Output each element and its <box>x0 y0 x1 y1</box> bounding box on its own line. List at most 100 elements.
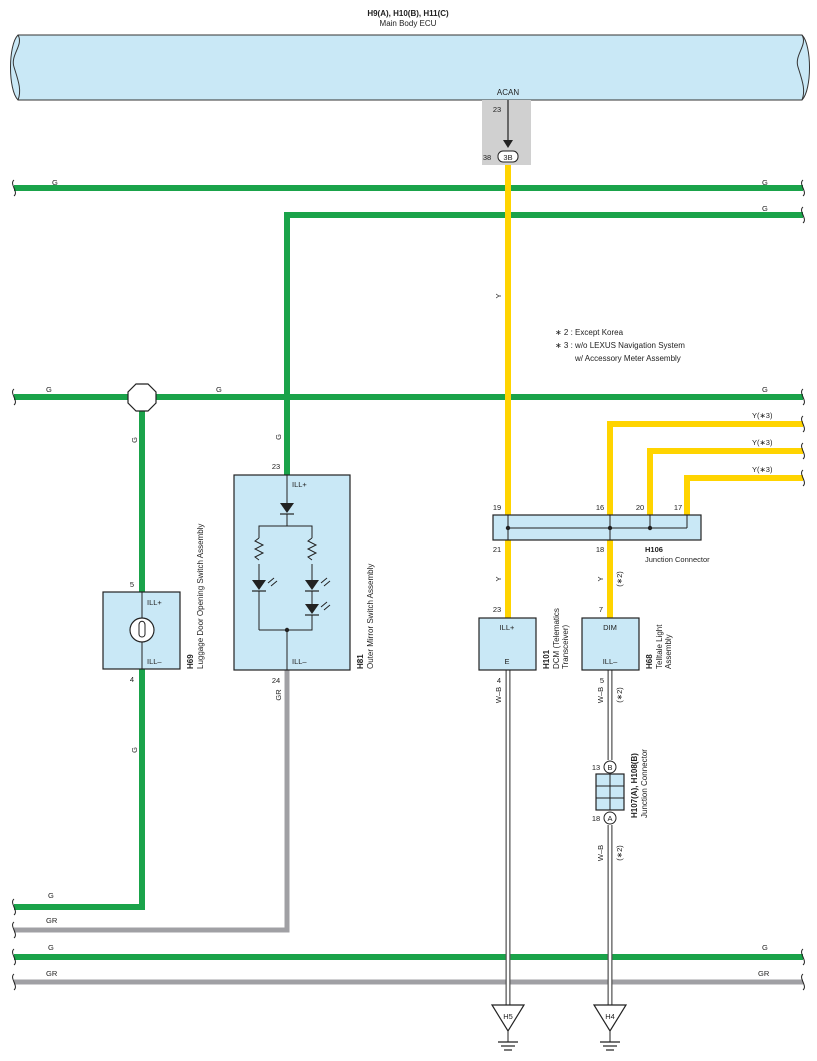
note-3: ∗ 3 : w/o LEXUS Navigation System <box>555 341 685 350</box>
h106-junction-connector <box>492 514 702 541</box>
wire-label-s2a: (∗2) <box>615 571 624 587</box>
h81-outer-mirror-switch <box>233 474 351 671</box>
ground-h5 <box>490 1004 526 1051</box>
wire-label-y3a: Y(∗3) <box>752 411 773 420</box>
h101-pin-top: 23 <box>493 605 501 614</box>
h68-pin-top: 7 <box>599 605 603 614</box>
wire-label-g4: G <box>46 385 52 394</box>
joint-pin-label: 38 <box>483 153 491 162</box>
joint-connector <box>497 150 519 163</box>
wire-label-g3: G <box>762 204 768 213</box>
h106-pin-19: 19 <box>493 503 501 512</box>
ground-h4 <box>592 1004 628 1051</box>
h81-code: H81 <box>356 654 365 669</box>
splice-octagon <box>127 383 157 412</box>
wire-label-gr-vert: GR <box>274 689 283 701</box>
joint-circle-label: 3B <box>503 153 512 162</box>
wire-label-y-vert2: Y <box>494 576 503 581</box>
wire-label-g6: G <box>762 385 768 394</box>
led-icon <box>305 604 319 614</box>
h68-term-top: DIM <box>603 623 617 632</box>
h69-pin-bottom: 4 <box>130 675 134 684</box>
note-2: ∗ 2 : Except Korea <box>555 328 624 337</box>
ground-h5-label: H5 <box>503 1012 513 1021</box>
ecu-pin-number: 23 <box>493 105 501 114</box>
h101-name-1: DCM (Telematics <box>552 608 561 669</box>
ground-h4-label: H4 <box>605 1012 615 1021</box>
h69-name: Luggage Door Opening Switch Assembly <box>196 524 205 669</box>
h81-term-bottom: ILL– <box>292 657 307 666</box>
lamp-symbol <box>129 617 155 643</box>
wire-label-y3b: Y(∗3) <box>752 438 773 447</box>
h68-name-1: Telltale Light <box>655 624 664 669</box>
h69-term-bottom: ILL– <box>147 657 162 666</box>
wire-label-gr2: GR <box>46 969 58 978</box>
wb-wires <box>505 670 613 1005</box>
wire-label-s2b: (∗2) <box>615 687 624 703</box>
h68-code: H68 <box>645 654 654 669</box>
h106-pin-18: 18 <box>596 545 604 554</box>
h101-pin-bottom: 4 <box>497 676 501 685</box>
wire-label-y-vert1: Y <box>494 293 503 298</box>
led-icon <box>252 580 266 590</box>
h106-pin-21: 21 <box>493 545 501 554</box>
wire-label-gr3: GR <box>758 969 770 978</box>
h107-h108-junction-connector <box>595 760 625 825</box>
green-wires <box>14 185 803 960</box>
h101-code: H101 <box>542 649 551 669</box>
h68-telltale-light <box>581 617 640 671</box>
h107-b-label: B <box>607 763 612 772</box>
wire-label-g1: G <box>52 178 58 187</box>
h68-name-2: Assembly <box>664 634 673 669</box>
wire-label-g5: G <box>216 385 222 394</box>
resistor-icon <box>306 537 318 561</box>
wire-label-g-vert2: G <box>274 434 283 440</box>
ecu-codes: H9(A), H10(B), H11(C) <box>367 9 449 18</box>
h68-pin-bottom: 5 <box>600 676 604 685</box>
h101-term-top: ILL+ <box>500 623 515 632</box>
wire-label-y3c: Y(∗3) <box>752 465 773 474</box>
wire-label-wb3: W–B <box>596 845 605 861</box>
diode-icon <box>280 503 294 513</box>
h101-term-bottom: E <box>504 657 509 666</box>
h106-pin-17: 17 <box>674 503 682 512</box>
h69-code: H69 <box>186 654 195 669</box>
h107-a-label: A <box>607 814 612 823</box>
h81-term-top: ILL+ <box>292 480 307 489</box>
led-icon <box>305 580 319 590</box>
h106-pin-20: 20 <box>636 503 644 512</box>
h81-name: Outer Mirror Switch Assembly <box>366 564 375 669</box>
note-3-cont: w/ Accessory Meter Assembly <box>574 354 681 363</box>
h106-name: Junction Connector <box>645 555 710 564</box>
h81-pin-top: 23 <box>272 462 280 471</box>
wire-label-g2: G <box>762 178 768 187</box>
wire-label-s2c: (∗2) <box>615 845 624 861</box>
wire-label-g8: G <box>48 943 54 952</box>
h107-name: Junction Connector <box>640 749 649 818</box>
wire-label-gr1: GR <box>46 916 58 925</box>
gray-wires <box>14 670 803 985</box>
h101-name-2: Transceiver) <box>561 625 570 669</box>
wire-label-g9: G <box>762 943 768 952</box>
wire-label-g-vert1: G <box>130 437 139 443</box>
wire-breaks <box>12 179 805 991</box>
joint-arrow <box>503 140 513 148</box>
ecu-name: Main Body ECU <box>380 19 437 28</box>
h69-pin-top: 5 <box>130 580 134 589</box>
h106-pin-16: 16 <box>596 503 604 512</box>
h81-pin-bottom: 24 <box>272 676 280 685</box>
wire-label-g7: G <box>48 891 54 900</box>
main-body-ecu <box>10 34 810 101</box>
wire-label-wb1: W–B <box>494 687 503 703</box>
h106-code: H106 <box>645 545 663 554</box>
wire-label-g-vert3: G <box>130 747 139 753</box>
yellow-wires <box>505 165 803 618</box>
wire-label-y-vert3: Y <box>596 576 605 581</box>
wire-label-wb2: W–B <box>596 687 605 703</box>
h69-term-top: ILL+ <box>147 598 162 607</box>
h107-pin-b: 13 <box>592 763 600 772</box>
h68-term-bottom: ILL– <box>603 657 618 666</box>
h107-pin-a: 18 <box>592 814 600 823</box>
h69-luggage-switch <box>102 591 181 670</box>
